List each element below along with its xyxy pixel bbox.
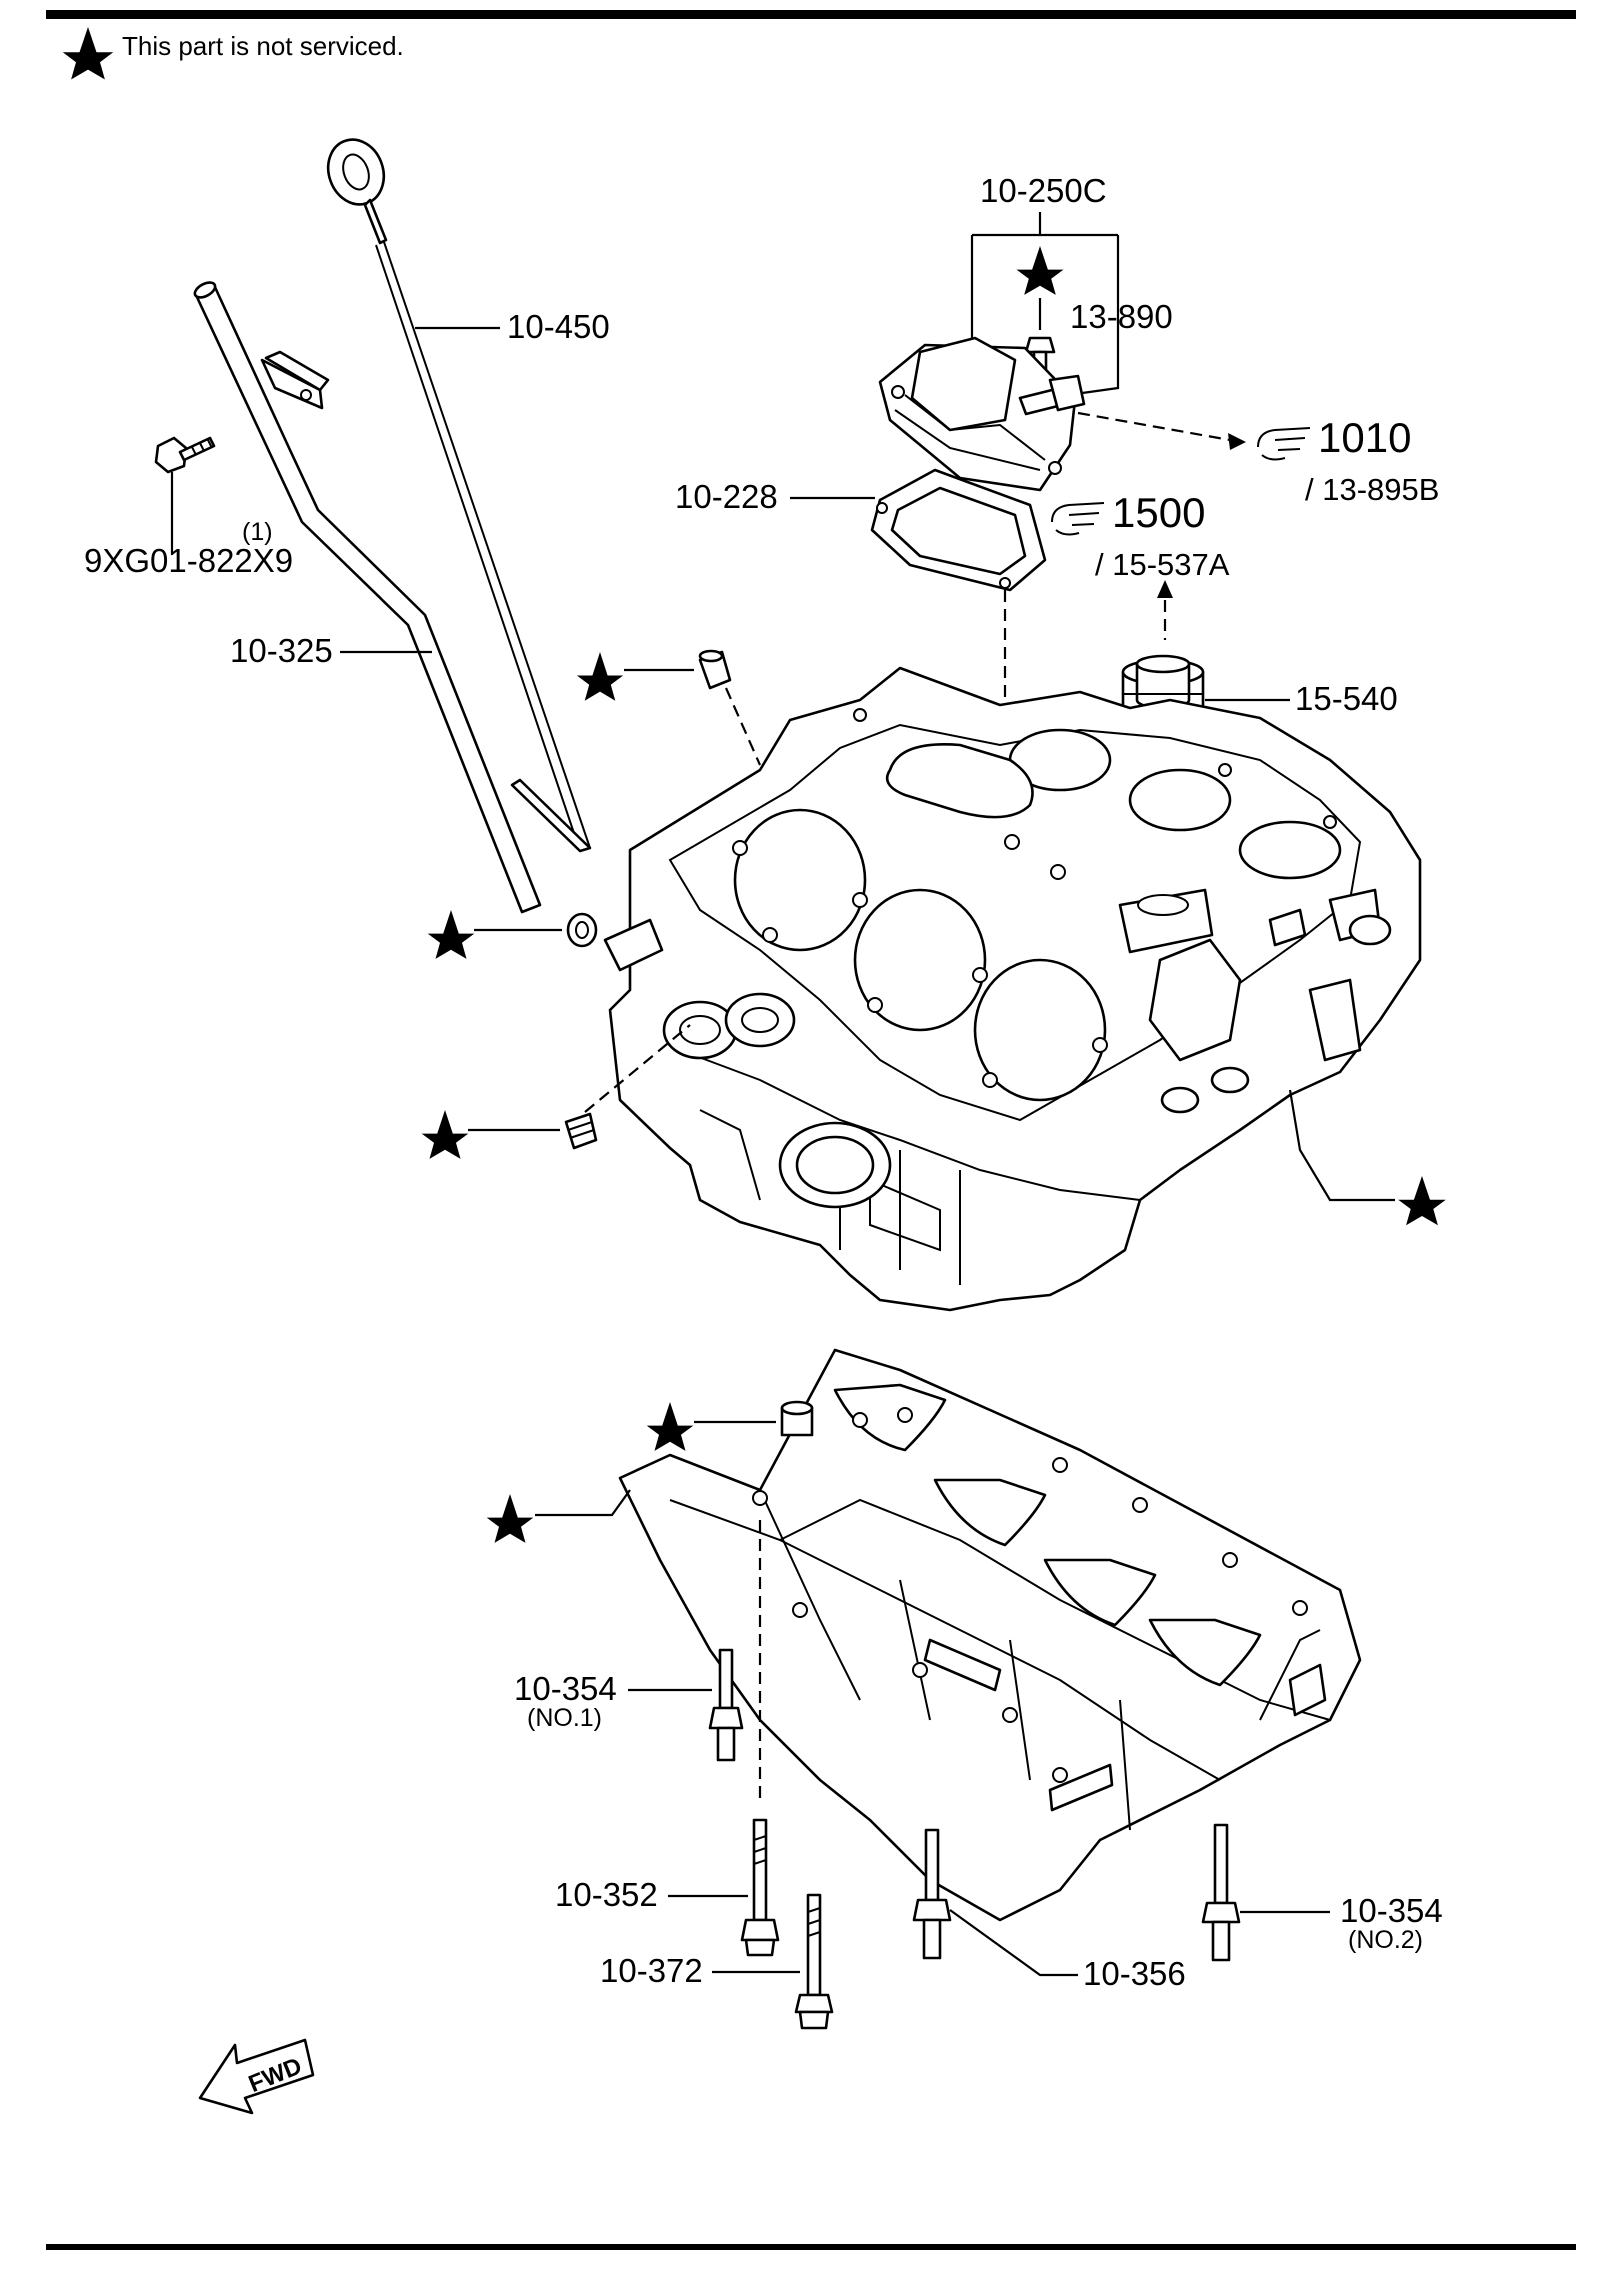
star-plug [421, 1110, 469, 1159]
ref-1500-number: 1500 [1112, 489, 1205, 536]
label-no2: (NO.2) [1348, 1926, 1423, 1954]
label-10-354-no1: 10-354 [514, 1670, 617, 1707]
label-10-352: 10-352 [555, 1876, 658, 1913]
arrow-to-1500 [1157, 580, 1173, 598]
label-10-354-no2: 10-354 [1340, 1892, 1443, 1929]
link-plug-to-block [584, 1024, 691, 1113]
label-10-372: 10-372 [600, 1952, 703, 1989]
ref-1010-sub: / 13-895B [1305, 472, 1439, 507]
seal-washer [566, 912, 598, 948]
label-10-228: 10-228 [675, 478, 778, 515]
pointing-hand-icon-2 [1051, 502, 1105, 536]
star-dowel-lower [646, 1402, 694, 1451]
label-10-325: 10-325 [230, 632, 333, 669]
bottom-rule [46, 2244, 1576, 2250]
bolt-10-354-no2 [1201, 1823, 1241, 1962]
breather-cover-10-250c [878, 336, 1086, 492]
label-10-356: 10-356 [1083, 1955, 1186, 1992]
gasket-10-228 [870, 468, 1047, 592]
ref-1010: 1010 / 13-895B [1257, 414, 1439, 507]
leader-lower-block [535, 1489, 631, 1517]
fwd-arrow: FWD [198, 2038, 315, 2115]
legend-text: This part is not serviced. [122, 31, 404, 61]
bolt-10-354-no1 [708, 1648, 744, 1762]
lower-block [618, 1348, 1362, 1922]
ref-1500: 1500 / 15-537A [1051, 489, 1230, 582]
label-qty-1: (1) [242, 518, 273, 546]
star-dowel-pin [576, 652, 624, 701]
label-10-250c: 10-250C [980, 172, 1107, 209]
bolt-9xg01-822x9 [154, 436, 216, 474]
label-15-540: 15-540 [1295, 680, 1398, 717]
bolt-10-372 [794, 1893, 834, 2030]
dipstick-10-450 [326, 138, 592, 853]
link-to-1010 [1077, 411, 1231, 442]
ref-1500-sub: / 15-537A [1095, 547, 1230, 582]
bracket-10-250c [970, 212, 1120, 397]
cylinder-block [603, 666, 1422, 1312]
arrow-to-1010 [1228, 433, 1246, 450]
link-dowel-to-block [724, 687, 762, 766]
dowel-pin-top [698, 649, 732, 690]
star-lower-block [486, 1494, 534, 1543]
label-no1: (NO.1) [527, 1704, 602, 1732]
bolt-10-352 [740, 1818, 780, 1957]
ref-1010-number: 1010 [1318, 414, 1411, 461]
label-9xg01-822x9: 9XG01-822X9 [84, 542, 293, 579]
top-rule [46, 10, 1576, 19]
plug [564, 1112, 598, 1150]
star-13-890 [1016, 246, 1064, 295]
bolt-10-356 [912, 1828, 952, 1960]
not-serviced-legend: This part is not serviced. [62, 27, 404, 80]
leader-block-star [1288, 1089, 1395, 1202]
star-cylinder-block [1398, 1176, 1446, 1226]
label-10-450: 10-450 [507, 308, 610, 345]
pointing-hand-icon [1257, 427, 1311, 461]
dipstick-tube-10-325 [193, 281, 542, 914]
leader-10-356 [949, 1909, 1078, 1977]
star-seal-washer [427, 910, 475, 959]
label-13-890: 13-890 [1070, 298, 1173, 335]
star-icon [62, 27, 114, 80]
dowel-lower [780, 1400, 814, 1437]
